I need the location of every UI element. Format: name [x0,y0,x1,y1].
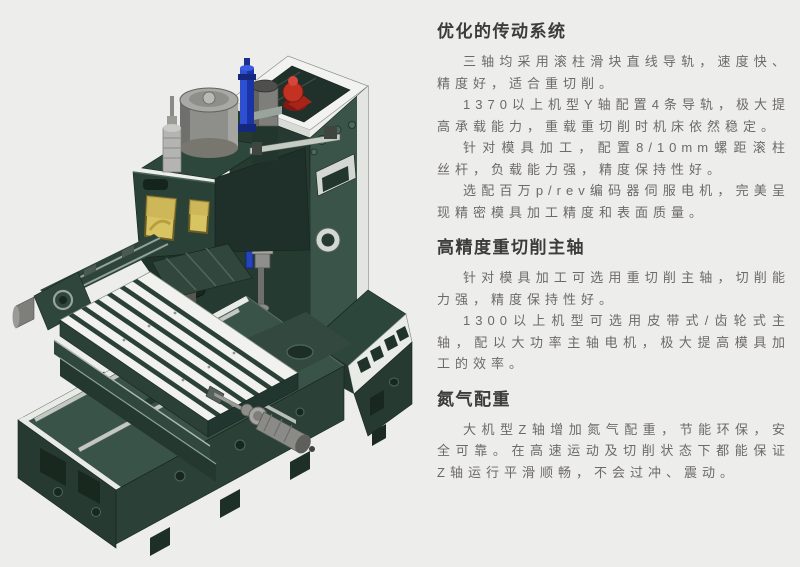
table-holes [122,311,236,382]
red-valve [282,76,312,111]
spindle-motor [179,87,239,158]
x-axis-motor [255,411,315,454]
top-linear-rail [249,126,341,155]
t-slots [68,278,286,417]
section-spindle: 高精度重切削主轴 针对模具加工可选用重切削主轴，切削能力强，精度保持性好。 13… [437,236,790,375]
section-paragraph: 三轴均采用滚柱滑块直线导轨，速度快、精度好，适合重切削。 [437,54,790,91]
section-paragraph: 选配百万p/rev编码器伺服电机，完美呈现精密模具加工精度和表面质量。 [437,183,790,220]
nitrogen-cylinder [238,58,282,132]
section-nitrogen: 氮气配重 大机型Z轴增加氮气配重，节能环保，安全可靠。在高速运动及切削状态下都能… [437,388,790,484]
section-paragraph: 1370以上机型Y轴配置4条导轨，极大提高承载能力，重载重切削时机床依然稳定。 [437,97,790,134]
feature-text-column: 优化的传动系统 三轴均采用滚柱滑块直线导轨，速度快、精度好，适合重切削。 137… [437,20,790,496]
vent-grid [357,326,409,373]
section-transmission: 优化的传动系统 三轴均采用滚柱滑块直线导轨，速度快、精度好，适合重切削。 137… [437,20,790,223]
section-paragraph: 针对模具加工可选用重切削主轴，切削能力强，精度保持性好。 [437,270,790,307]
section-paragraph: 大机型Z轴增加氮气配重，节能环保，安全可靠。在高速运动及切削状态下都能保证Z轴运… [437,421,790,480]
section-title: 高精度重切削主轴 [437,238,585,257]
x-axis-drive [205,385,315,454]
section-paragraph: 1300以上机型可选用皮带式/齿轮式主轴，配以大功率主轴电机，极大提高模具加工的… [437,313,790,371]
bed-left-end [12,234,170,331]
section-title: 优化的传动系统 [437,22,567,41]
cnc-machine-drawing [12,55,413,556]
head-window-small [187,198,211,235]
work-table [59,271,299,438]
head-window-large [143,194,178,242]
machine-illustration [12,55,413,556]
section-title: 氮气配重 [437,389,511,409]
lube-cylinder [162,96,182,173]
section-paragraph: 针对模具加工，配置8/10mm螺距滚柱丝杆，负载能力强，精度保持性好。 [437,140,790,177]
